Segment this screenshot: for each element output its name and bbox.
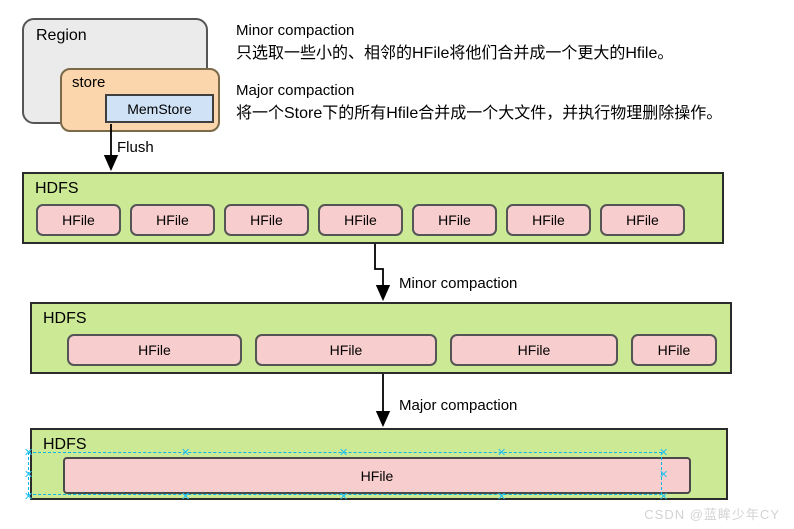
notes-panel: Minor compaction 只选取一些小的、相邻的HFile将他们合并成一… <box>236 20 788 126</box>
watermark: CSDN @蓝眸少年CY <box>644 507 780 522</box>
region-label: Region <box>36 27 87 44</box>
hdfs-block-1[interactable]: HDFS HFile HFile HFile HFile HFile HFile… <box>22 172 724 244</box>
hfile-box[interactable]: HFile <box>224 204 309 236</box>
hfile-row-2: HFile HFile HFile HFile <box>67 334 730 366</box>
hfile-box-selected[interactable]: HFile <box>63 457 691 494</box>
minor-compaction-arrow-label: Minor compaction <box>399 275 518 292</box>
note-title-minor: Minor compaction <box>236 22 355 39</box>
memstore-box[interactable]: MemStore <box>105 94 214 123</box>
store-label: store <box>72 74 106 91</box>
region-box[interactable]: Region store MemStore <box>22 18 220 132</box>
major-compaction-arrow-label: Major compaction <box>399 397 518 414</box>
hfile-box[interactable]: HFile <box>67 334 242 366</box>
hfile-box[interactable]: HFile <box>412 204 497 236</box>
hfile-box[interactable]: HFile <box>255 334 437 366</box>
hdfs-block-3[interactable]: HDFS HFile <box>30 428 728 500</box>
hdfs-label-3: HDFS <box>43 436 87 453</box>
note-title-major: Major compaction <box>236 82 355 99</box>
flush-arrow-label: Flush <box>117 139 154 156</box>
hfile-box[interactable]: HFile <box>36 204 121 236</box>
hfile-box[interactable]: HFile <box>506 204 591 236</box>
hdfs-label-2: HDFS <box>43 310 87 327</box>
hfile-box[interactable]: HFile <box>600 204 685 236</box>
hdfs-block-2[interactable]: HDFS HFile HFile HFile HFile <box>30 302 732 374</box>
hdfs-label-1: HDFS <box>35 180 79 197</box>
hfile-row-3: HFile <box>63 457 726 494</box>
note-spacer <box>236 66 788 80</box>
hfile-box[interactable]: HFile <box>450 334 618 366</box>
hfile-row-1: HFile HFile HFile HFile HFile HFile HFil… <box>36 204 722 236</box>
note-body-minor: 只选取一些小的、相邻的HFile将他们合并成一个更大的Hfile。 <box>236 45 674 62</box>
note-body-major: 将一个Store下的所有Hfile合并成一个大文件，并执行物理删除操作。 <box>236 105 723 122</box>
hfile-box[interactable]: HFile <box>631 334 717 366</box>
hfile-box[interactable]: HFile <box>318 204 403 236</box>
hfile-box[interactable]: HFile <box>130 204 215 236</box>
